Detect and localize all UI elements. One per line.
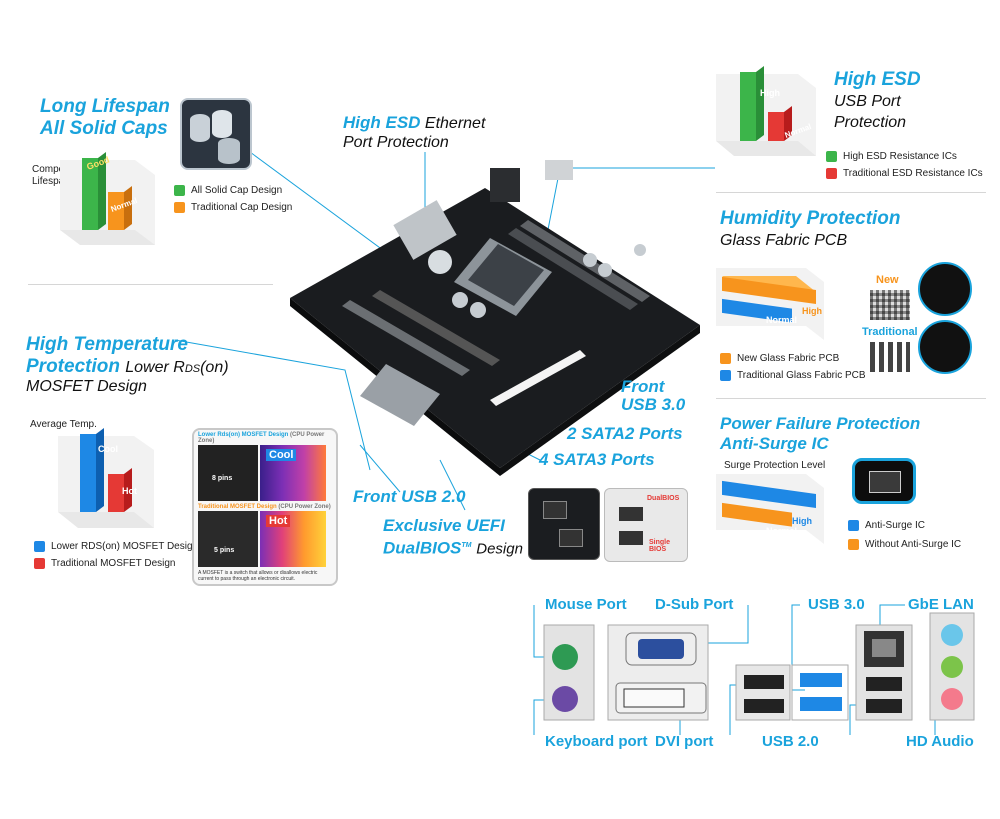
orange-swatch bbox=[174, 202, 185, 213]
temp-axis-label: Average Temp. bbox=[30, 419, 97, 430]
uefi-callout-2: DualBIOSTM Design bbox=[383, 538, 523, 558]
caps-legend-solid: All Solid Cap Design bbox=[174, 185, 282, 196]
dsub-port-label: D-Sub Port bbox=[655, 596, 734, 613]
new-fabric-weave-image bbox=[870, 290, 910, 320]
bios-chip-photo bbox=[528, 488, 600, 560]
traditional-fabric-weave-image bbox=[870, 342, 910, 372]
humidity-traditional-tag: Traditional bbox=[862, 326, 918, 338]
power-legend-antisurge: Anti-Surge IC bbox=[848, 520, 925, 531]
front-usb3-callout-2: USB 3.0 bbox=[621, 395, 686, 414]
anti-surge-ic-image bbox=[852, 458, 916, 504]
dualbios-tag: DualBIOS bbox=[647, 495, 680, 502]
esd-ethernet-heading: High ESD Ethernet bbox=[343, 113, 486, 132]
hd-audio-label: HD Audio bbox=[906, 733, 974, 750]
power-bar-high-label: High bbox=[792, 516, 812, 526]
front-usb3-callout-1: Front bbox=[621, 377, 665, 396]
caps-bar-chart: Good Normal bbox=[60, 152, 155, 245]
esd-ethernet-sub: Port Protection bbox=[343, 134, 449, 151]
pins8-label: 8 pins bbox=[212, 475, 233, 482]
inset-bottom-heading: Traditional MOSFET Design (CPU Power Zon… bbox=[198, 504, 331, 510]
caps-title-line2: All Solid Caps bbox=[40, 118, 168, 139]
keyboard-port-label: Keyboard port bbox=[545, 733, 648, 750]
power-bar-chart: High Normal bbox=[716, 474, 824, 544]
mosfet-comparison-inset: Lower Rds(on) MOSFET Design (CPU Power Z… bbox=[192, 428, 338, 586]
temp-bar-chart: Cool Hot bbox=[58, 428, 154, 528]
humidity-bar-chart: High Normal bbox=[716, 268, 824, 340]
usb3-label: USB 3.0 bbox=[808, 596, 865, 613]
solid-caps-photo bbox=[180, 98, 252, 170]
usb2-label: USB 2.0 bbox=[762, 733, 819, 750]
humidity-sub: Glass Fabric PCB bbox=[720, 232, 848, 249]
cool-tag: Cool bbox=[266, 449, 297, 461]
blue-swatch bbox=[848, 520, 859, 531]
power-title-line2: Anti-Surge IC bbox=[720, 434, 829, 453]
temp-bar-cool-label: Cool bbox=[98, 444, 118, 454]
power-axis-label: Surge Protection Level bbox=[724, 460, 826, 471]
mosfet-caption: A MOSFET is a switch that allows or disa… bbox=[198, 570, 318, 582]
lower-mosfet-photo: 8 pins bbox=[198, 445, 258, 501]
esd-usb-sub2: Protection bbox=[834, 114, 907, 131]
traditional-fabric-zoom-circle bbox=[918, 320, 972, 374]
caps-axis-label-1: Component bbox=[32, 164, 84, 175]
gbe-lan-label: GbE LAN bbox=[908, 596, 974, 613]
mouse-port-label: Mouse Port bbox=[545, 596, 627, 613]
temp-title-line2: Protection Lower RDS(on) bbox=[26, 356, 229, 377]
green-swatch bbox=[826, 151, 837, 162]
orange-swatch bbox=[720, 353, 731, 364]
blue-swatch bbox=[34, 541, 45, 552]
caps-axis-label-2: Lifespan bbox=[32, 176, 70, 187]
front-usb2-callout: Front USB 2.0 bbox=[353, 487, 466, 506]
uefi-callout-1: Exclusive UEFI bbox=[383, 516, 505, 535]
temp-bar-hot-label: Hot bbox=[122, 486, 137, 496]
green-swatch bbox=[174, 185, 185, 196]
red-swatch bbox=[34, 558, 45, 569]
humidity-legend-traditional: Traditional Glass Fabric PCB bbox=[720, 370, 866, 381]
humidity-title: Humidity Protection bbox=[720, 208, 901, 229]
humidity-legend-new: New Glass Fabric PCB bbox=[720, 353, 839, 364]
esd-usb-bar-chart: High Normal bbox=[716, 66, 816, 156]
esd-legend-high: High ESD Resistance ICs bbox=[826, 151, 957, 162]
humidity-new-tag: New bbox=[876, 274, 899, 286]
caps-legend-traditional: Traditional Cap Design bbox=[174, 202, 292, 213]
esd-bar-high-label: High bbox=[760, 88, 780, 98]
dvi-port-label: DVI port bbox=[655, 733, 714, 750]
traditional-mosfet-thermal: Hot bbox=[260, 511, 326, 567]
rear-io-panel bbox=[533, 604, 975, 735]
inset-top-heading: Lower Rds(on) MOSFET Design (CPU Power Z… bbox=[198, 432, 325, 444]
blue-swatch bbox=[720, 370, 731, 381]
esd-usb-sub1: USB Port bbox=[834, 93, 901, 110]
power-title-line1: Power Failure Protection bbox=[720, 414, 921, 433]
humidity-bar-normal-label: Normal bbox=[766, 315, 797, 325]
red-swatch bbox=[826, 168, 837, 179]
hot-tag: Hot bbox=[266, 515, 291, 527]
sata2-callout: 2 SATA2 Ports bbox=[567, 424, 683, 443]
humidity-bar-high-label: High bbox=[802, 306, 822, 316]
temp-legend-traditional: Traditional MOSFET Design bbox=[34, 558, 176, 569]
new-fabric-zoom-circle bbox=[918, 262, 972, 316]
caps-title-line1: Long Lifespan bbox=[40, 96, 170, 117]
lower-mosfet-thermal: Cool bbox=[260, 445, 326, 501]
temp-title-line1: High Temperature bbox=[26, 334, 188, 355]
pins5-label: 5 pins bbox=[214, 547, 235, 554]
power-legend-without: Without Anti-Surge IC bbox=[848, 539, 961, 550]
orange-swatch bbox=[848, 539, 859, 550]
esd-usb-title: High ESD bbox=[834, 69, 921, 90]
temp-legend-lower: Lower RDS(on) MOSFET Design bbox=[34, 541, 198, 552]
motherboard-image bbox=[290, 160, 700, 476]
dualbios-diagram: DualBIOS Single BIOS bbox=[604, 488, 688, 562]
esd-legend-traditional: Traditional ESD Resistance ICs bbox=[826, 168, 983, 179]
power-bar-normal-label: Normal bbox=[766, 526, 797, 536]
temp-sub2: MOSFET Design bbox=[26, 378, 147, 395]
traditional-mosfet-photo: 5 pins bbox=[198, 511, 258, 567]
sata3-callout: 4 SATA3 Ports bbox=[539, 450, 655, 469]
single-bios-tag: Single BIOS bbox=[649, 539, 671, 553]
